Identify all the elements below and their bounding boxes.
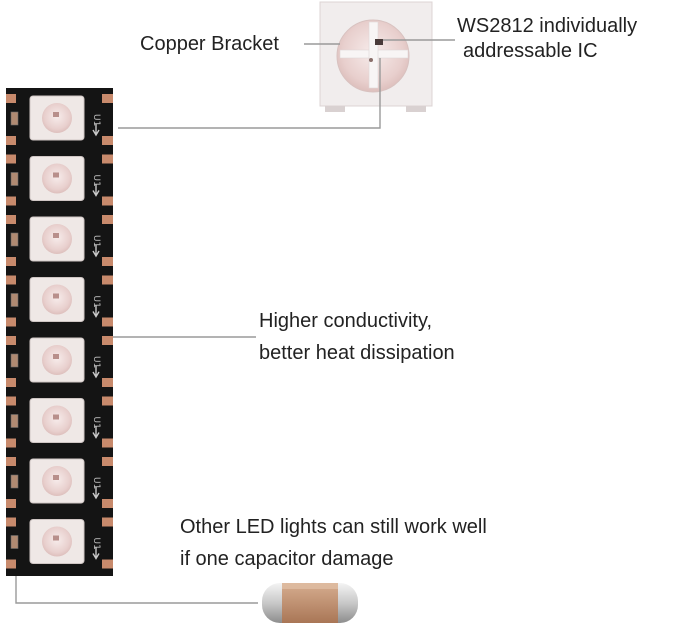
led-die (53, 112, 59, 117)
led-lens (42, 224, 72, 254)
ic-label-line2: addressable IC (463, 40, 598, 62)
copper-pad (6, 257, 16, 266)
led-lens (42, 284, 72, 315)
direction-arrow-icon (92, 184, 100, 197)
copper-pad (6, 215, 16, 224)
direction-arrow-icon (92, 426, 100, 439)
copper-pad (102, 457, 113, 466)
capacitor-label-line1: Other LED lights can still work well (180, 516, 487, 538)
led-module: U1 (6, 457, 113, 508)
smd-capacitor (10, 293, 19, 307)
ws2812-ic-chip (375, 39, 383, 45)
direction-arrow-icon (92, 124, 100, 137)
copper-pad (102, 499, 113, 508)
led-module: U1 (6, 215, 113, 266)
copper-pad (102, 275, 113, 285)
led-module: U1 (6, 396, 113, 448)
pcb-label: U1 (91, 477, 101, 489)
copper-bracket-cross (339, 21, 409, 89)
copper-pad (102, 559, 113, 569)
copper-pad (102, 517, 113, 527)
copper-pad (6, 559, 16, 569)
smd-capacitor (10, 414, 19, 428)
led-package-closeup (319, 1, 433, 112)
pcb-label: U1 (91, 356, 101, 368)
copper-pad (6, 517, 16, 527)
copper-pad (102, 378, 113, 387)
capacitor-closeup (262, 583, 358, 623)
copper-pad (6, 336, 16, 345)
pcb-label: U1 (91, 235, 101, 247)
pcb-label: U1 (91, 417, 101, 429)
led-lens (42, 103, 72, 133)
copper-pad (102, 396, 113, 406)
led-module: U1 (6, 275, 113, 327)
led-die (53, 535, 59, 541)
copper-pad (6, 196, 16, 206)
led-die (53, 414, 59, 420)
copper-pad (102, 317, 113, 327)
direction-arrow-icon (92, 487, 100, 500)
copper-pad (6, 317, 16, 327)
led-lens (42, 466, 72, 496)
copper-pad (6, 378, 16, 387)
copper-pad (6, 396, 16, 406)
led-lens (42, 163, 72, 194)
copper-pad (102, 136, 113, 145)
copper-pad (6, 275, 16, 285)
direction-arrow-icon (92, 366, 100, 379)
first-led-leader (118, 58, 381, 129)
led-die (53, 475, 59, 480)
conductivity-label-line1: Higher conductivity, (259, 310, 433, 332)
conductivity-label-line2: better heat dissipation (259, 342, 455, 364)
led-die (53, 233, 59, 238)
pcb-label: U1 (91, 114, 101, 126)
copper-pad (102, 94, 113, 103)
direction-arrow-icon (92, 245, 100, 258)
copper-pad (6, 457, 16, 466)
copper-pad (6, 438, 16, 448)
smd-capacitor (10, 535, 19, 549)
copper-pad (6, 154, 16, 164)
copper-pad (102, 215, 113, 224)
direction-arrow-icon (92, 547, 100, 560)
led-module: U1 (6, 154, 113, 206)
smd-capacitor (10, 172, 19, 186)
led-module: U1 (6, 517, 113, 569)
led-lens (42, 405, 72, 436)
smd-capacitor (10, 353, 19, 368)
led-module: U1 (6, 94, 113, 145)
led-die (53, 354, 59, 359)
ic-label-line1: WS2812 individually (457, 15, 638, 37)
copper-pad (102, 336, 113, 345)
smd-capacitor (10, 111, 19, 126)
direction-arrow-icon (92, 305, 100, 318)
copper-pad (102, 154, 113, 164)
copper-pad (102, 196, 113, 206)
smd-capacitor (10, 232, 19, 247)
smd-capacitor (10, 474, 19, 489)
led-die (53, 293, 59, 299)
pcb-label: U1 (91, 296, 101, 308)
led-lens (42, 526, 72, 557)
led-lens (42, 345, 72, 375)
copper-pad (6, 136, 16, 145)
pcb-label: U1 (91, 538, 101, 550)
led-module: U1 (6, 336, 113, 387)
pcb-label: U1 (91, 175, 101, 187)
copper-pad (102, 438, 113, 448)
copper-pad (6, 94, 16, 103)
capacitor-label-line2: if one capacitor damage (180, 548, 394, 570)
copper-bracket-label: Copper Bracket (140, 33, 279, 55)
copper-pad (102, 257, 113, 266)
copper-pad (6, 499, 16, 508)
led-die (53, 172, 59, 178)
